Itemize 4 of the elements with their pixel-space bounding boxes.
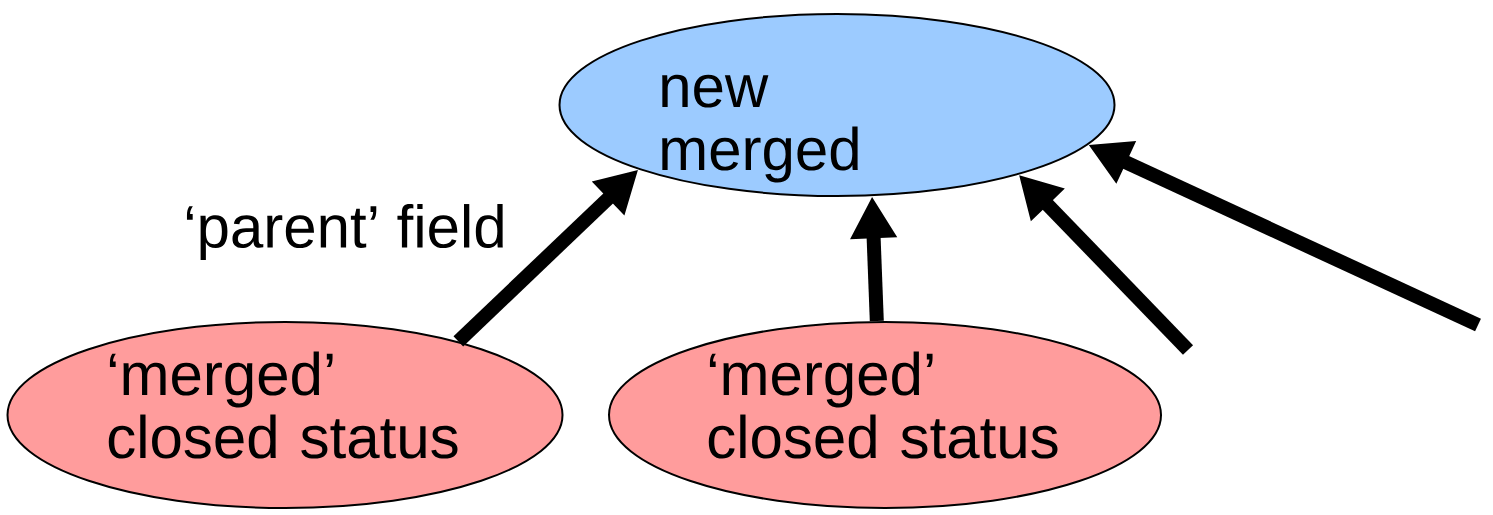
edge-label: ‘parent’ field <box>181 202 509 262</box>
node-text: new merged <box>662 74 858 183</box>
node-text: ‘merged’ closed status <box>708 351 1058 459</box>
node-text: ‘merged’ closed status <box>108 351 458 459</box>
